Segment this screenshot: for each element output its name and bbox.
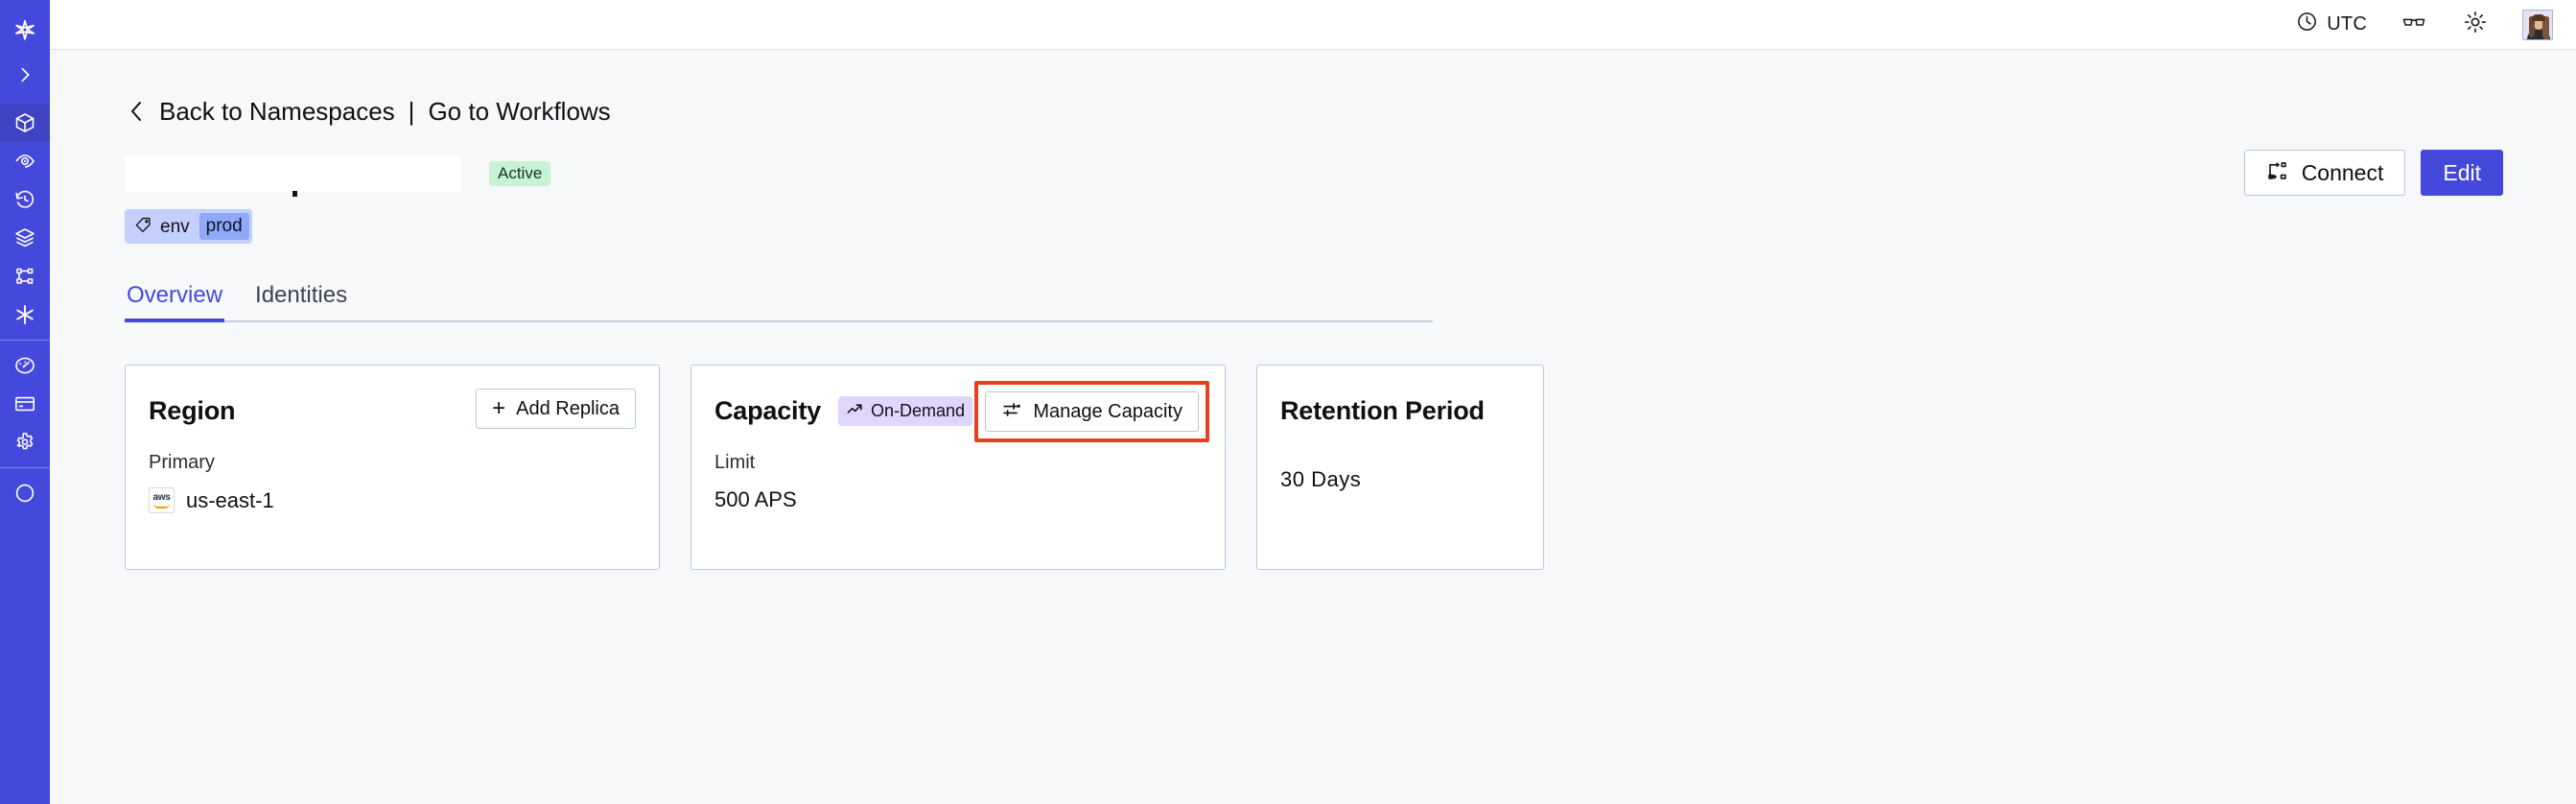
breadcrumb-separator: | (408, 96, 415, 126)
capacity-card-header: Capacity On-Demand (714, 390, 1202, 431)
temporal-logo-icon (12, 17, 38, 44)
tag-chip-env[interactable]: env prod (125, 209, 252, 244)
sidebar-item-usage[interactable] (0, 346, 50, 385)
clock-rewind-icon (13, 188, 36, 211)
sidebar-expand-button[interactable] (0, 56, 50, 94)
retention-card-title: Retention Period (1280, 395, 1485, 425)
capacity-limit-label: Limit (714, 452, 756, 473)
breadcrumb-back-link[interactable]: Back to Namespaces (159, 96, 395, 126)
cube-icon (13, 111, 36, 134)
avatar-hair-front (2532, 13, 2545, 21)
capacity-card-title: Capacity (714, 395, 821, 425)
avatar-hair-right (2542, 15, 2549, 39)
retention-card-header: Retention Period (1280, 390, 1520, 431)
timezone-selector[interactable]: UTC (2296, 11, 2367, 38)
plus-icon: + (492, 395, 506, 421)
trend-up-icon (846, 400, 864, 421)
sun-icon (2463, 10, 2488, 39)
top-header-bar: UTC (50, 0, 2576, 50)
theme-toggle-button[interactable] (2461, 11, 2490, 39)
manage-capacity-label: Manage Capacity (1033, 401, 1183, 422)
avatar-body (2527, 29, 2550, 39)
main-area: UTC (50, 0, 2576, 804)
layers-icon (13, 226, 36, 249)
asterisk-icon (12, 302, 37, 327)
avatar-hair-left (2529, 15, 2535, 37)
tab-bar: Overview Identities (124, 274, 1433, 322)
namespace-actions: Connect Edit (2243, 150, 2503, 196)
overview-cards: Region + Add Replica Primary aws (125, 365, 2576, 570)
namespace-title-row: Active (125, 150, 2576, 197)
capacity-mode-label: On-Demand (870, 400, 965, 420)
sidebar-logo[interactable] (0, 6, 50, 56)
breadcrumb-workflows-link[interactable]: Go to Workflows (428, 96, 611, 126)
connect-button-label: Connect (2301, 159, 2384, 185)
manage-capacity-highlight: Manage Capacity (974, 381, 1209, 442)
tag-value: prod (199, 213, 249, 240)
git-branch-icon (13, 265, 36, 288)
chevron-left-icon[interactable] (125, 98, 148, 125)
gear-icon (13, 431, 36, 454)
aws-logo-icon: aws (149, 487, 175, 513)
avatar[interactable] (2522, 9, 2553, 40)
namespace-tags: env prod (125, 209, 2576, 244)
sidebar-item-settings[interactable] (0, 423, 50, 461)
region-primary-label: Primary (149, 452, 215, 473)
credit-card-icon (13, 392, 36, 415)
clock-icon (2296, 11, 2318, 38)
sidebar-item-help[interactable] (0, 474, 50, 512)
manage-capacity-button[interactable]: Manage Capacity (985, 391, 1199, 432)
edit-button-label: Edit (2443, 159, 2481, 185)
retention-card: Retention Period 30 Days (1256, 365, 1544, 570)
tab-identities[interactable]: Identities (255, 282, 348, 308)
breadcrumb: Back to Namespaces | Go to Workflows (125, 92, 2576, 130)
region-primary-value-row: aws us-east-1 (149, 487, 636, 513)
sidebar-item-observability[interactable] (0, 142, 50, 180)
region-primary-value: us-east-1 (186, 487, 274, 512)
region-card-action: + Add Replica (476, 389, 636, 429)
aws-smile (153, 504, 170, 508)
chevron-right-icon (14, 64, 35, 85)
glasses-icon-button[interactable] (2400, 11, 2428, 39)
add-replica-button[interactable]: + Add Replica (476, 389, 636, 429)
sidebar-divider-top (0, 340, 50, 341)
region-card-title: Region (149, 395, 236, 425)
status-badge: Active (489, 161, 551, 186)
content-inner: Back to Namespaces | Go to Workflows Act… (50, 92, 2576, 570)
tag-icon (134, 216, 152, 238)
capacity-limit-value: 500 APS (714, 487, 797, 511)
sidebar-item-batch-operations[interactable] (0, 219, 50, 257)
add-replica-label: Add Replica (516, 398, 620, 419)
sliders-icon (1001, 399, 1022, 424)
gauge-icon (13, 354, 36, 377)
sidebar-item-workflows[interactable] (0, 257, 50, 296)
region-card-header: Region (149, 390, 636, 431)
connect-button[interactable]: Connect (2243, 150, 2406, 196)
edit-button[interactable]: Edit (2421, 150, 2503, 196)
capacity-card: Capacity On-Demand (691, 365, 1226, 570)
aws-logo-text: aws (152, 491, 171, 503)
connect-icon (2266, 159, 2289, 186)
avatar-face (2534, 16, 2543, 30)
eye-icon (13, 150, 36, 173)
sidebar-item-billing[interactable] (0, 385, 50, 423)
region-card: Region + Add Replica Primary aws (125, 365, 660, 570)
page-title (125, 155, 460, 197)
timezone-label: UTC (2327, 13, 2367, 35)
help-circle-icon (13, 482, 36, 505)
title-redaction-mark (293, 191, 297, 197)
retention-value: 30 Days (1280, 467, 1362, 491)
page-content: Back to Namespaces | Go to Workflows Act… (50, 50, 2576, 804)
primary-sidebar (0, 0, 50, 804)
sidebar-item-namespaces[interactable] (0, 104, 50, 142)
tab-overview[interactable]: Overview (124, 282, 225, 322)
sidebar-divider-bottom (0, 467, 50, 468)
tag-key: env (160, 216, 190, 237)
sidebar-item-nexus[interactable] (0, 296, 50, 334)
capacity-mode-badge: On-Demand (837, 395, 972, 426)
glasses-icon (2401, 10, 2426, 39)
header-actions: UTC (2296, 9, 2553, 40)
sidebar-item-schedules[interactable] (0, 180, 50, 219)
